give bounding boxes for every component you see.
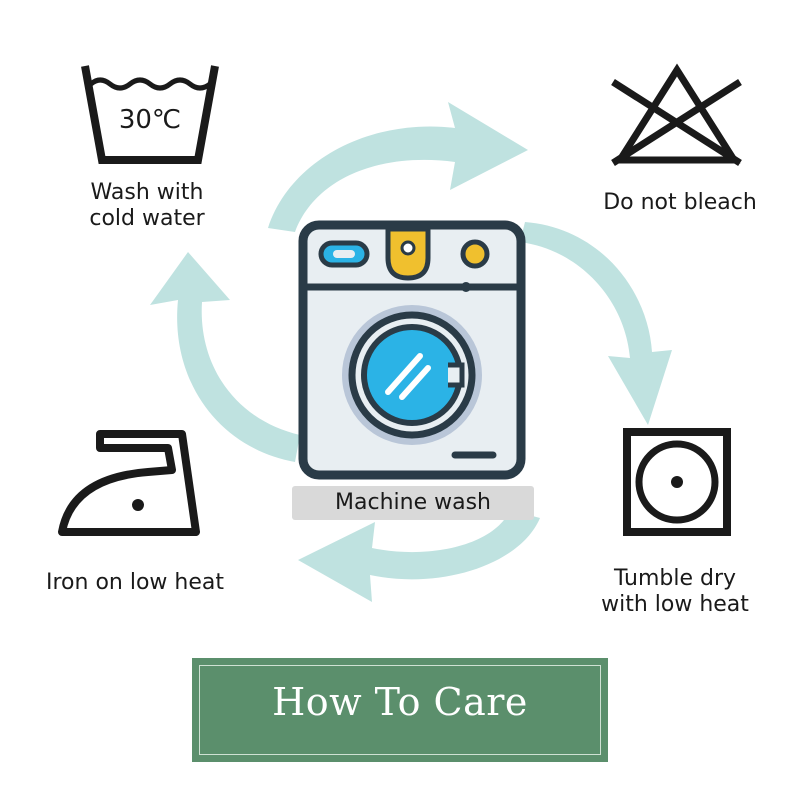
cycle-arrows [150,102,672,602]
care-banner: How To Care [192,658,608,762]
wash-label: Wash with cold water [62,180,232,232]
banner-frame [199,665,601,755]
tumble-dry-icon [623,428,731,536]
arrow-bottom [298,510,540,602]
wash-tub-icon [81,65,219,164]
wash-temperature: 30℃ [119,105,181,135]
tumble-label: Tumble dry with low heat [570,566,780,618]
banner-title: How To Care [272,680,528,724]
washing-machine-icon [298,220,526,480]
wash-label-line1: Wash with [90,180,204,205]
bleach-label: Do not bleach [603,190,757,215]
iron-label: Iron on low heat [46,570,224,595]
wash-label-line2: cold water [89,206,205,231]
arrow-left [150,252,300,462]
machine-wash-label: Machine wash [292,486,534,520]
tumble-label-line1: Tumble dry [613,566,737,591]
no-bleach-icon [611,63,742,166]
arrow-right [520,222,672,425]
iron-icon [58,430,200,536]
arrow-top [268,102,528,232]
tumble-label-line2: with low heat [601,592,749,617]
